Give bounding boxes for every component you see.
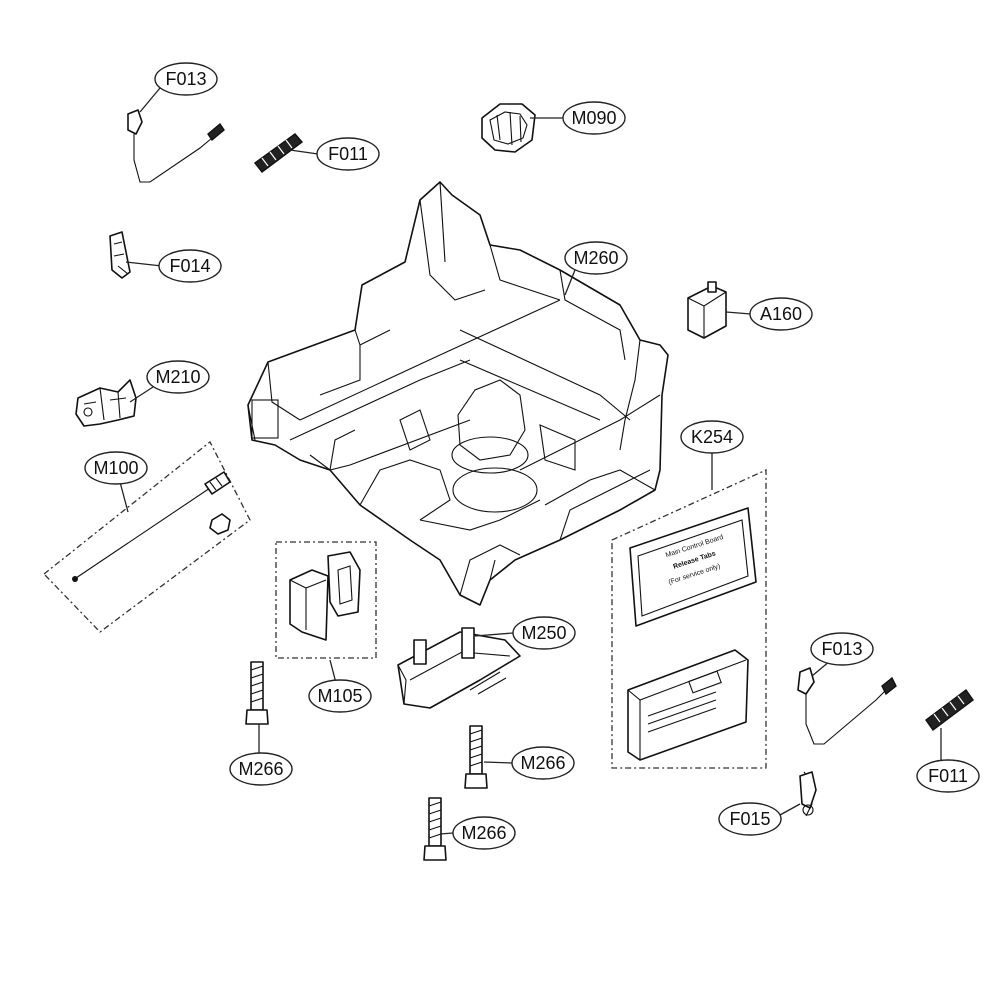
- base-tub-part: [247, 181, 669, 606]
- f011-top-part: [254, 133, 304, 173]
- m266-mid-screw: [464, 725, 488, 789]
- callout-m105: M105: [308, 679, 372, 713]
- label-a160: A160: [760, 304, 802, 324]
- label-m250: M250: [521, 623, 566, 643]
- label-f014: F014: [169, 256, 210, 276]
- label-m210: M210: [155, 367, 200, 387]
- label-m090: M090: [571, 108, 616, 128]
- callout-f013-top: F013: [154, 62, 218, 96]
- label-m100: M100: [93, 458, 138, 478]
- a160-part: [687, 281, 727, 339]
- callout-m250: M250: [512, 616, 576, 650]
- label-k254: K254: [691, 427, 733, 447]
- f013-top-part: [127, 109, 225, 183]
- label-f011-right: F011: [928, 766, 968, 786]
- label-f015: F015: [729, 809, 770, 829]
- m250-part: [397, 627, 521, 709]
- f015-part: [799, 771, 817, 817]
- label-f013-right: F013: [821, 639, 862, 659]
- callout-m266-mid: M266: [511, 746, 575, 780]
- label-m105: M105: [317, 686, 362, 706]
- f014-part: [109, 231, 131, 279]
- callout-a160: A160: [749, 297, 813, 331]
- m266-left-screw: [245, 661, 269, 725]
- m100-part: [43, 440, 251, 633]
- callout-m100: M100: [84, 451, 148, 485]
- callout-f011-right: F011: [916, 759, 980, 793]
- label-m266-low: M266: [461, 823, 506, 843]
- k254-part: Main Control Board Release Tabs (For ser…: [611, 468, 767, 769]
- callout-f011-top: F011: [316, 137, 380, 171]
- callout-f013-right: F013: [810, 632, 874, 666]
- callout-f014: F014: [158, 249, 222, 283]
- f013-right-part: [797, 667, 897, 745]
- label-f013-top: F013: [165, 69, 206, 89]
- callout-m090: M090: [562, 101, 626, 135]
- label-f011-top: F011: [328, 144, 368, 164]
- m210-part: [75, 379, 137, 427]
- m266-low-screw: [423, 797, 447, 861]
- m105-part: [275, 541, 377, 659]
- f011-right-part: [925, 689, 974, 731]
- callout-m266-low: M266: [452, 816, 516, 850]
- callout-m266-left: M266: [229, 752, 293, 786]
- callout-f015: F015: [718, 802, 782, 836]
- label-m266-left: M266: [238, 759, 283, 779]
- callout-k254: K254: [680, 420, 744, 454]
- label-m260: M260: [573, 248, 618, 268]
- leader-lines: [119, 87, 942, 835]
- callout-m210: M210: [146, 360, 210, 394]
- callout-m260: M260: [564, 241, 628, 275]
- label-m266-mid: M266: [520, 753, 565, 773]
- m090-part: [481, 103, 536, 153]
